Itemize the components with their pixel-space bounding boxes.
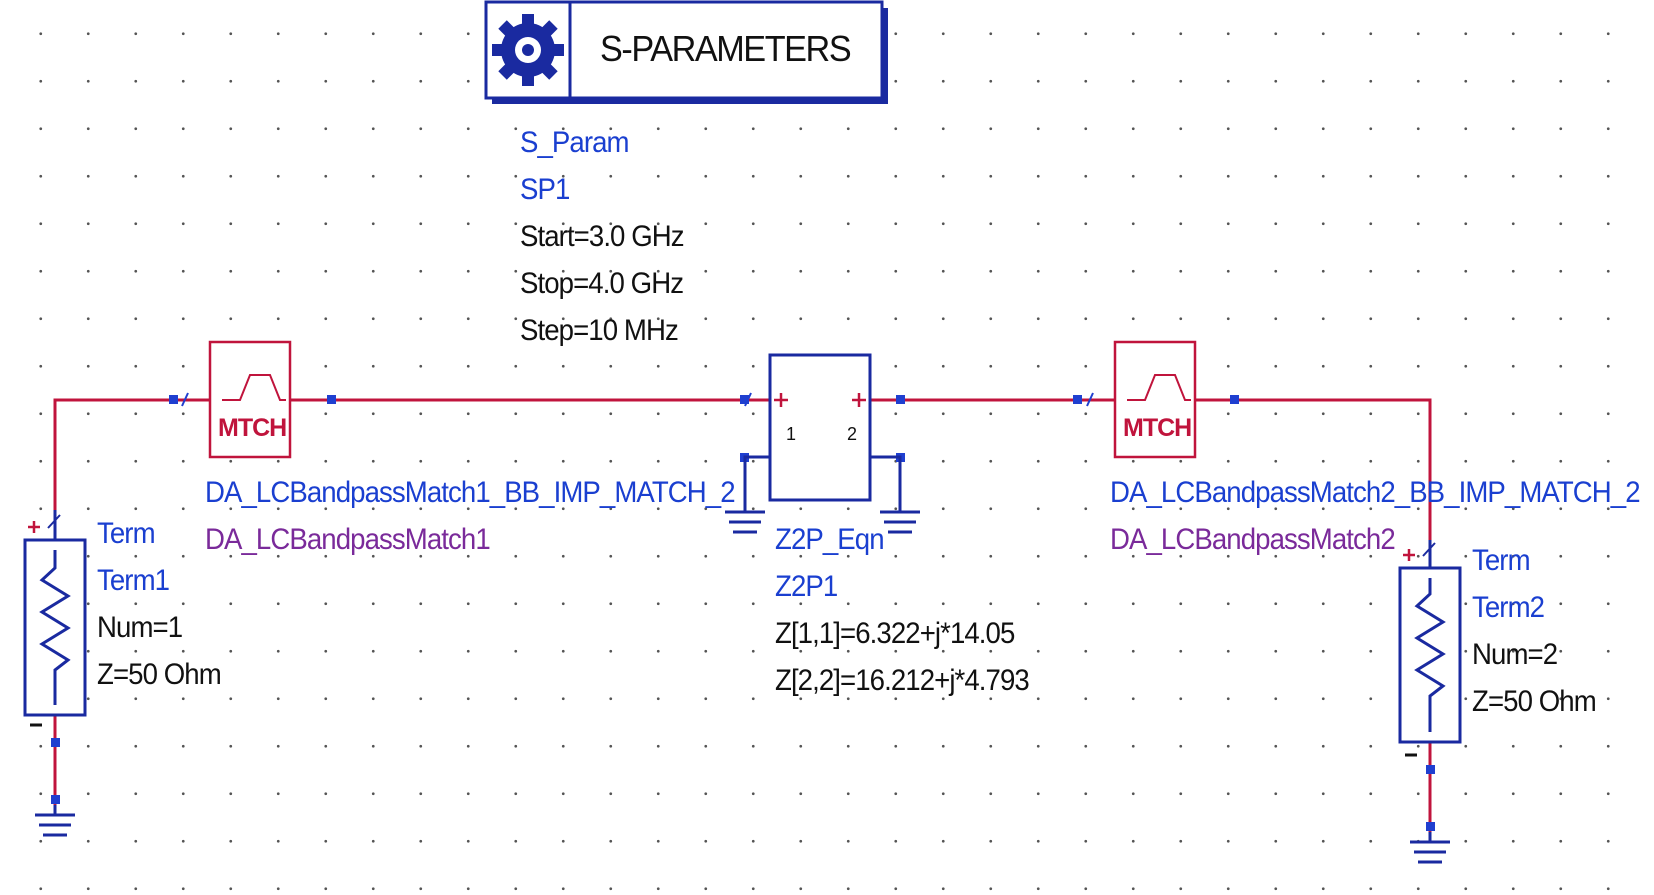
term1-num-label[interactable]: Num=1 [97, 611, 183, 644]
pin [896, 395, 905, 404]
match1-symbol[interactable] [208, 340, 292, 459]
term1-instance-label: Term1 [97, 564, 170, 597]
z2p-symbol[interactable] [725, 353, 920, 534]
match2-symbol-label: MTCH [1123, 414, 1192, 442]
gear-icon [492, 14, 564, 86]
pin [1230, 395, 1239, 404]
pin [169, 395, 178, 404]
match1-design-label: DA_LCBandpassMatch1 [205, 523, 491, 556]
match2-instance-label: DA_LCBandpassMatch2_BB_IMP_MATCH_2 [1110, 476, 1641, 509]
pin [1426, 765, 1435, 774]
z2p-port2-label: 2 [847, 424, 858, 444]
sparam-start-label[interactable]: Start=3.0 GHz [520, 220, 685, 253]
z2p-instance-label: Z2P1 [775, 570, 838, 603]
ground-icon [1410, 832, 1450, 864]
sparam-step-label[interactable]: Step=10 MHz [520, 314, 679, 347]
port-plus-markers [774, 393, 866, 407]
term2-symbol[interactable] [1398, 540, 1462, 864]
sparam-instance-label: SP1 [520, 173, 570, 206]
pins [51, 395, 1435, 831]
pin [51, 795, 60, 804]
ground-icon [35, 805, 75, 837]
pin [1073, 395, 1082, 404]
match1-symbol-label: MTCH [218, 414, 287, 442]
wires [53, 398, 1432, 832]
resistor-icon [39, 550, 71, 705]
match1-instance-label: DA_LCBandpassMatch1_BB_IMP_MATCH_2 [205, 476, 736, 509]
pin [1426, 822, 1435, 831]
z2p-z22-label[interactable]: Z[2,2]=16.212+j*4.793 [775, 664, 1030, 697]
ground-icon [880, 510, 920, 534]
term2-num-label[interactable]: Num=2 [1472, 638, 1558, 671]
bandpass-filter-icon [1127, 374, 1191, 401]
wire-break-ticks [181, 392, 1094, 407]
pin [51, 738, 60, 747]
sparam-type-label: S_Param [520, 126, 630, 159]
ground-icon [725, 510, 765, 534]
wire-match2-to-term2[interactable] [1195, 398, 1432, 568]
match2-symbol[interactable] [1113, 340, 1197, 459]
term1-symbol[interactable] [23, 510, 87, 837]
term2-z-label[interactable]: Z=50 Ohm [1472, 685, 1597, 718]
z2p-type-label: Z2P_Eqn [775, 523, 885, 556]
term2-instance-label: Term2 [1472, 591, 1545, 624]
sparameters-title: S-PARAMETERS [600, 28, 852, 69]
sparam-stop-label[interactable]: Stop=4.0 GHz [520, 267, 684, 300]
term1-z-label[interactable]: Z=50 Ohm [97, 658, 222, 691]
match2-design-label: DA_LCBandpassMatch2 [1110, 523, 1396, 556]
pin [740, 395, 749, 404]
sparameters-controller[interactable] [484, 0, 888, 104]
term1-type-label: Term [97, 517, 156, 550]
resistor-icon [1414, 578, 1446, 732]
z2p-port1-label: 1 [786, 424, 797, 444]
wire-term1-to-match1[interactable] [53, 398, 210, 540]
bandpass-filter-icon [222, 374, 286, 401]
term2-type-label: Term [1472, 544, 1531, 577]
pin [327, 395, 336, 404]
z2p-z11-label[interactable]: Z[1,1]=6.322+j*14.05 [775, 617, 1015, 650]
